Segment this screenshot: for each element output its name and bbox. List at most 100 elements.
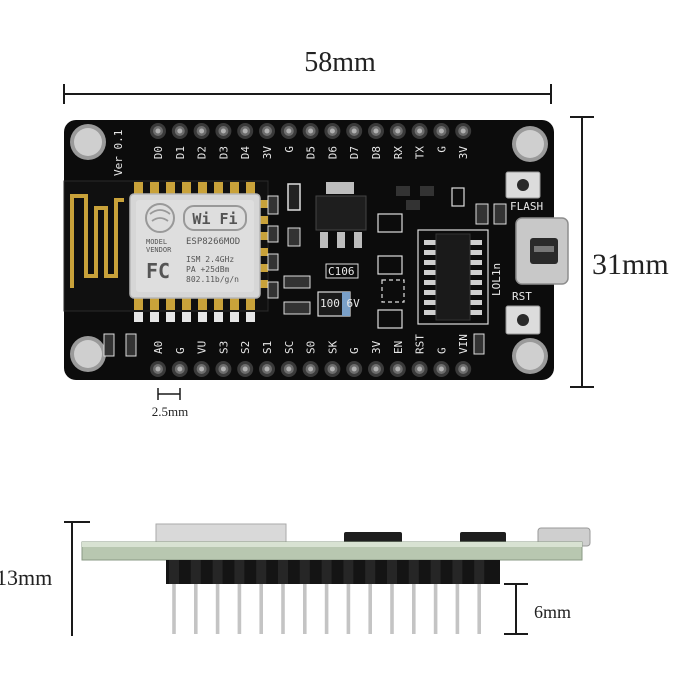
reset-button[interactable] bbox=[505, 305, 541, 335]
bottom-header-pin bbox=[280, 361, 297, 377]
chip-name: ESP8266MOD bbox=[186, 237, 240, 247]
module-pad bbox=[134, 298, 143, 310]
top-header-pin bbox=[346, 123, 363, 139]
bottom-pin-label: S2 bbox=[239, 341, 252, 354]
module-lead bbox=[134, 312, 143, 322]
module-pad bbox=[258, 200, 268, 208]
top-header-pin bbox=[237, 123, 254, 139]
pitch-dimension: 2.5mm bbox=[152, 388, 188, 419]
side-pin bbox=[172, 584, 176, 634]
espressif-logo-icon bbox=[145, 203, 175, 233]
side-pins bbox=[169, 560, 485, 634]
top-pin-label: D3 bbox=[217, 146, 230, 159]
module-pad bbox=[198, 182, 207, 194]
side-pin bbox=[390, 584, 394, 634]
top-pin-label: G bbox=[435, 146, 448, 153]
height-label: 31mm bbox=[592, 248, 669, 281]
voltage-regulator bbox=[315, 195, 367, 231]
top-pin-label: 3V bbox=[261, 146, 274, 160]
top-header-pin bbox=[455, 123, 472, 139]
board-name: LOL1n bbox=[490, 263, 503, 296]
side-pin-housing bbox=[408, 560, 419, 584]
bottom-pin-label: G bbox=[174, 347, 187, 354]
cap-label: C106 bbox=[328, 265, 355, 278]
bottom-header-pin bbox=[193, 361, 210, 377]
top-pin-label: D4 bbox=[239, 146, 252, 160]
small-components: C106 100 6V bbox=[103, 182, 507, 357]
module-pad bbox=[230, 298, 239, 310]
ic-pin bbox=[424, 250, 436, 255]
bottom-pin-label: G bbox=[348, 347, 361, 354]
module-pad bbox=[182, 298, 191, 310]
pcb-side-view bbox=[81, 523, 591, 634]
bottom-pin-label: S3 bbox=[217, 341, 230, 354]
thickness-dimension: 13mm bbox=[0, 521, 90, 636]
side-pin-housing bbox=[474, 560, 485, 584]
side-pin-housing bbox=[299, 560, 310, 584]
model-label: MODEL bbox=[146, 238, 167, 246]
top-pin-label: D6 bbox=[326, 146, 339, 159]
cap-value: 100 6V bbox=[320, 297, 360, 310]
module-pad bbox=[246, 298, 255, 310]
side-pin bbox=[477, 584, 481, 634]
bottom-header-pin bbox=[150, 361, 166, 377]
module-pad bbox=[150, 182, 159, 194]
bottom-pin-label: SK bbox=[326, 340, 339, 354]
bottom-header-pin bbox=[237, 361, 254, 377]
ic-pin bbox=[470, 280, 482, 285]
bottom-pin-label: RST bbox=[414, 334, 427, 354]
ic-pin bbox=[470, 250, 482, 255]
ic-pin bbox=[424, 310, 436, 315]
micro-usb-port[interactable] bbox=[515, 217, 569, 285]
top-header-pin bbox=[302, 123, 319, 139]
side-pin-housing bbox=[387, 560, 397, 584]
module-pad bbox=[230, 182, 239, 194]
bottom-header-pin bbox=[346, 361, 363, 377]
module-pad bbox=[166, 298, 175, 310]
top-header-pin bbox=[171, 123, 188, 139]
bottom-header-pin bbox=[324, 361, 341, 377]
module-pads-top bbox=[134, 182, 255, 194]
side-pin-housing bbox=[321, 560, 332, 584]
ic-pin bbox=[470, 260, 482, 265]
module-lead bbox=[150, 312, 159, 322]
bottom-pin-label: SC bbox=[283, 341, 296, 354]
top-header-pin bbox=[280, 123, 297, 139]
flash-button[interactable] bbox=[505, 171, 541, 199]
version-label: Ver 0.1 bbox=[112, 130, 125, 176]
ism-label: ISM 2.4GHz bbox=[186, 255, 234, 264]
bottom-pin-label: VU bbox=[196, 341, 209, 354]
regulator-tab bbox=[326, 182, 354, 194]
module-lead bbox=[214, 312, 223, 322]
bottom-pin-label: G bbox=[435, 347, 448, 354]
ic-pin bbox=[424, 270, 436, 275]
ic-pin bbox=[470, 270, 482, 275]
bottom-header-pin bbox=[171, 361, 188, 377]
top-header-pin bbox=[150, 123, 166, 139]
top-header-pin bbox=[411, 123, 428, 139]
top-pin-label: D5 bbox=[305, 146, 318, 159]
side-pin-housing bbox=[278, 560, 288, 584]
module-lead bbox=[166, 312, 175, 322]
bottom-header-pin bbox=[411, 361, 428, 377]
module-pad bbox=[246, 182, 255, 194]
side-pin-housing bbox=[212, 560, 223, 584]
top-header-pin bbox=[193, 123, 210, 139]
width-label: 58mm bbox=[304, 47, 376, 78]
side-pin bbox=[303, 584, 307, 634]
ic-pin bbox=[470, 240, 482, 245]
pa-label: PA +25dBm bbox=[186, 265, 230, 274]
top-header-pin bbox=[389, 123, 406, 139]
top-pin-label: D1 bbox=[174, 146, 187, 159]
usb-serial-ic bbox=[417, 229, 489, 325]
module-pads-right bbox=[258, 200, 268, 288]
side-pin-housing bbox=[430, 560, 441, 584]
ic-pin bbox=[424, 260, 436, 265]
module-pads-bottom bbox=[134, 298, 255, 322]
side-pin-housing bbox=[452, 560, 463, 584]
bottom-pin-label: A0 bbox=[152, 341, 165, 354]
module-lead bbox=[198, 312, 207, 322]
top-pin-label: TX bbox=[414, 146, 427, 160]
